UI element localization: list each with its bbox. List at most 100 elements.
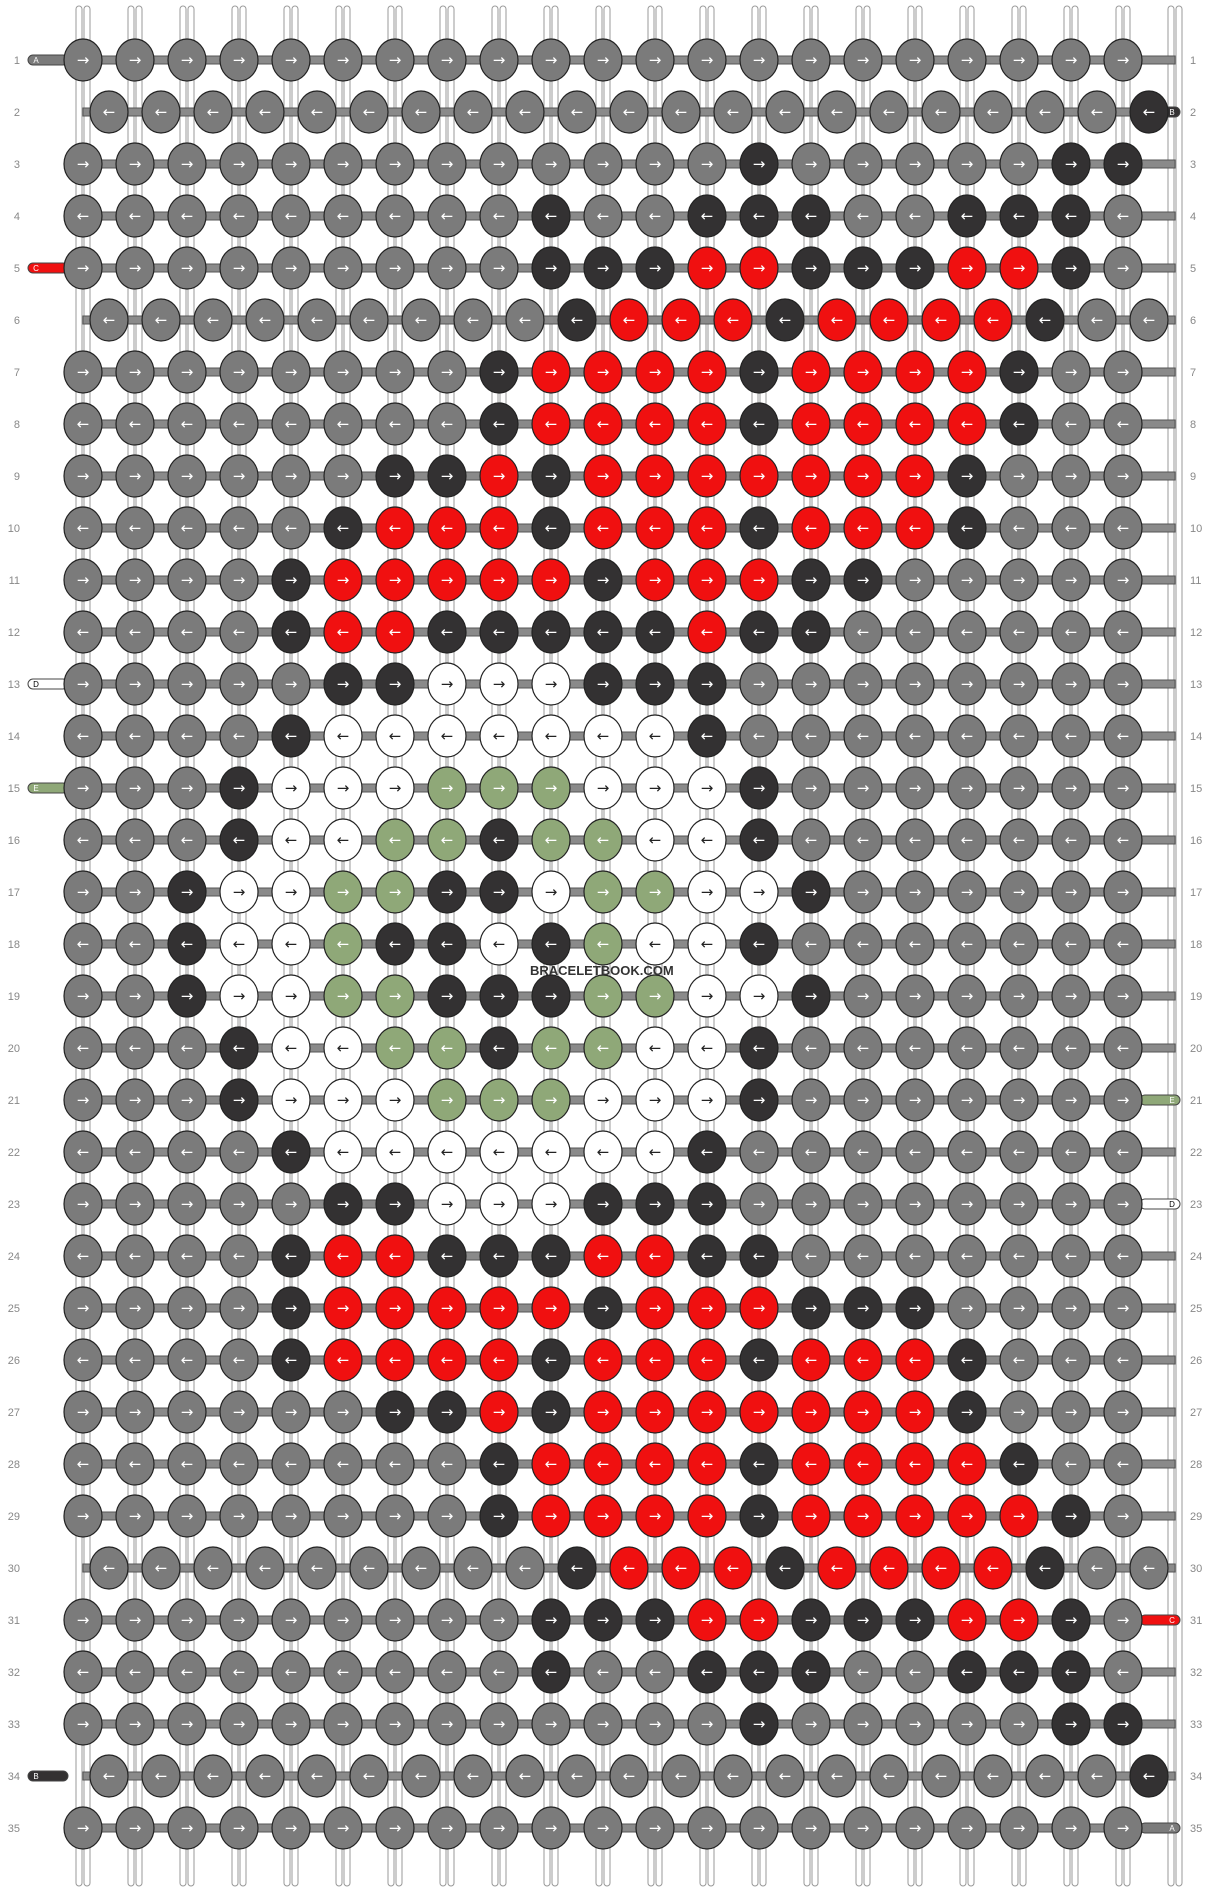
- knot-arrow-icon: ←: [467, 1559, 480, 1577]
- knot: [531, 1078, 571, 1122]
- knot: [271, 1494, 311, 1538]
- knot-arrow-icon: ←: [831, 103, 844, 121]
- knot: [63, 1182, 103, 1226]
- knot-arrow-icon: ←: [493, 519, 506, 537]
- knot: [219, 662, 259, 706]
- knot: [167, 1494, 207, 1538]
- knot: [739, 610, 779, 654]
- knot: [895, 1442, 935, 1486]
- knot: [115, 1078, 155, 1122]
- knot: [947, 818, 987, 862]
- knot-arrow-icon: →: [1117, 1403, 1130, 1421]
- knot-arrow-icon: →: [493, 779, 506, 797]
- knot-arrow-icon: ←: [857, 1247, 870, 1265]
- knot: [531, 1806, 571, 1850]
- knot: [557, 1546, 597, 1590]
- knot: [531, 1702, 571, 1746]
- knot: [583, 1598, 623, 1642]
- knot: [895, 1598, 935, 1642]
- knot: [947, 142, 987, 186]
- knot: [1025, 298, 1065, 342]
- knot: [479, 610, 519, 654]
- knot: [947, 922, 987, 966]
- knot-arrow-icon: →: [1065, 571, 1078, 589]
- knot-arrow-icon: →: [909, 1715, 922, 1733]
- knot-arrow-icon: →: [129, 1715, 142, 1733]
- knot: [635, 662, 675, 706]
- knot-arrow-icon: →: [493, 363, 506, 381]
- knot-arrow-icon: ←: [857, 415, 870, 433]
- knot-arrow-icon: →: [77, 779, 90, 797]
- knot-arrow-icon: ←: [701, 1351, 714, 1369]
- knot: [323, 1234, 363, 1278]
- knot: [375, 1806, 415, 1850]
- knot: [687, 38, 727, 82]
- knot: [947, 194, 987, 238]
- knot: [245, 90, 285, 134]
- knot: [63, 194, 103, 238]
- knot: [687, 1338, 727, 1382]
- knot: [115, 1130, 155, 1174]
- knot: [843, 38, 883, 82]
- knot: [427, 1078, 467, 1122]
- knot-arrow-icon: →: [961, 1715, 974, 1733]
- knot-arrow-icon: →: [181, 779, 194, 797]
- knot: [141, 90, 181, 134]
- knot-arrow-icon: ←: [857, 1663, 870, 1681]
- knot-arrow-icon: ←: [649, 1039, 662, 1057]
- knot: [63, 1026, 103, 1070]
- knot: [115, 922, 155, 966]
- knot-arrow-icon: ←: [493, 1663, 506, 1681]
- knot-arrow-icon: →: [545, 1195, 558, 1213]
- knot-arrow-icon: →: [649, 1403, 662, 1421]
- knot: [375, 610, 415, 654]
- knot-arrow-icon: ←: [103, 103, 116, 121]
- knot-arrow-icon: →: [649, 259, 662, 277]
- knot: [583, 402, 623, 446]
- row-number-right: 31: [1190, 1615, 1202, 1627]
- knot: [427, 1650, 467, 1694]
- knot: [999, 1442, 1039, 1486]
- knot-arrow-icon: →: [389, 1091, 402, 1109]
- knot-arrow-icon: →: [961, 1091, 974, 1109]
- knot: [843, 1442, 883, 1486]
- knot-arrow-icon: →: [1013, 1091, 1026, 1109]
- knot-arrow-icon: ←: [1065, 935, 1078, 953]
- knot: [401, 1546, 441, 1590]
- knot-arrow-icon: ←: [597, 1663, 610, 1681]
- knot: [817, 298, 857, 342]
- knot-arrow-icon: →: [753, 1611, 766, 1629]
- knot: [999, 1650, 1039, 1694]
- knot-arrow-icon: →: [77, 883, 90, 901]
- knot: [791, 1806, 831, 1850]
- knot-arrow-icon: ←: [155, 1559, 168, 1577]
- knot-arrow-icon: →: [909, 675, 922, 693]
- knot-arrow-icon: →: [337, 1507, 350, 1525]
- knot-arrow-icon: ←: [493, 831, 506, 849]
- knot: [713, 298, 753, 342]
- knot-arrow-icon: ←: [285, 1663, 298, 1681]
- knot-arrow-icon: →: [701, 1715, 714, 1733]
- knot: [973, 1546, 1013, 1590]
- knot: [63, 454, 103, 498]
- knot: [375, 1338, 415, 1382]
- knot-arrow-icon: →: [857, 675, 870, 693]
- knot: [479, 38, 519, 82]
- knot: [791, 1130, 831, 1174]
- knot-arrow-icon: ←: [753, 1247, 766, 1265]
- knot-arrow-icon: ←: [181, 1351, 194, 1369]
- knot-arrow-icon: ←: [701, 1663, 714, 1681]
- knot-arrow-icon: →: [961, 987, 974, 1005]
- knot-arrow-icon: ←: [285, 1455, 298, 1473]
- knot-arrow-icon: →: [701, 571, 714, 589]
- knot: [479, 1598, 519, 1642]
- knot: [271, 1650, 311, 1694]
- knot-arrow-icon: →: [285, 1299, 298, 1317]
- knot: [531, 194, 571, 238]
- knot: [947, 1806, 987, 1850]
- row-number-right: 23: [1190, 1199, 1202, 1211]
- knot: [687, 1598, 727, 1642]
- knot-arrow-icon: →: [77, 363, 90, 381]
- knot-arrow-icon: ←: [363, 1559, 376, 1577]
- knot-arrow-icon: →: [181, 883, 194, 901]
